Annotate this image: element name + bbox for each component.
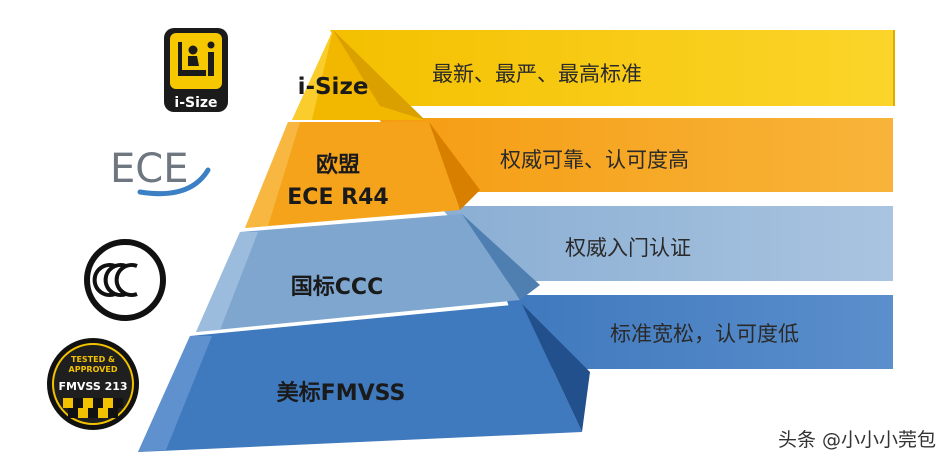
tier-desc-fmvss: 标准宽松，认可度低 [610, 322, 799, 346]
tier-label-fmvss: 美标FMVSS [277, 380, 406, 406]
banner-tier-1 [330, 30, 895, 106]
child-seat-icon [178, 41, 215, 76]
banner-tier-4 [505, 295, 893, 369]
banner-tier-3 [440, 206, 893, 281]
tier-desc-isize: 最新、最严、最高标准 [432, 62, 642, 86]
pyramid-tier-isize [292, 30, 425, 120]
checker-pattern [63, 398, 123, 418]
banner-tier-2 [378, 118, 893, 192]
fmvss-badge-line1: TESTED & [71, 355, 115, 364]
pyramid-tier-fmvss [138, 304, 590, 452]
pyramid-tier-ccc [196, 214, 540, 332]
tier-label-isize: i-Size [298, 74, 369, 100]
fmvss-badge-line3: FMVSS 213 [58, 380, 127, 393]
isize-logo-text: i-Size [174, 95, 217, 111]
tier-label-ece-line1: 欧盟 [316, 152, 360, 178]
tier-desc-ece: 权威可靠、认可度高 [500, 148, 689, 172]
tier-label-ece-line2: ECE R44 [287, 185, 388, 210]
pyramid-tier-ece [245, 122, 480, 228]
ece-logo-text: ECE [110, 146, 188, 192]
ccc-mark [84, 239, 166, 321]
watermark: 头条 @小小小莞包 [778, 429, 936, 451]
fmvss-badge: TESTED & APPROVED FMVSS 213 [47, 338, 139, 430]
ece-logo: ECE [110, 146, 211, 197]
fmvss-badge-line2: APPROVED [69, 365, 118, 374]
tier-label-ccc: 国标CCC [291, 274, 383, 300]
tier-desc-ccc: 权威入门认证 [565, 236, 691, 260]
isize-logo: i-Size [164, 28, 228, 112]
